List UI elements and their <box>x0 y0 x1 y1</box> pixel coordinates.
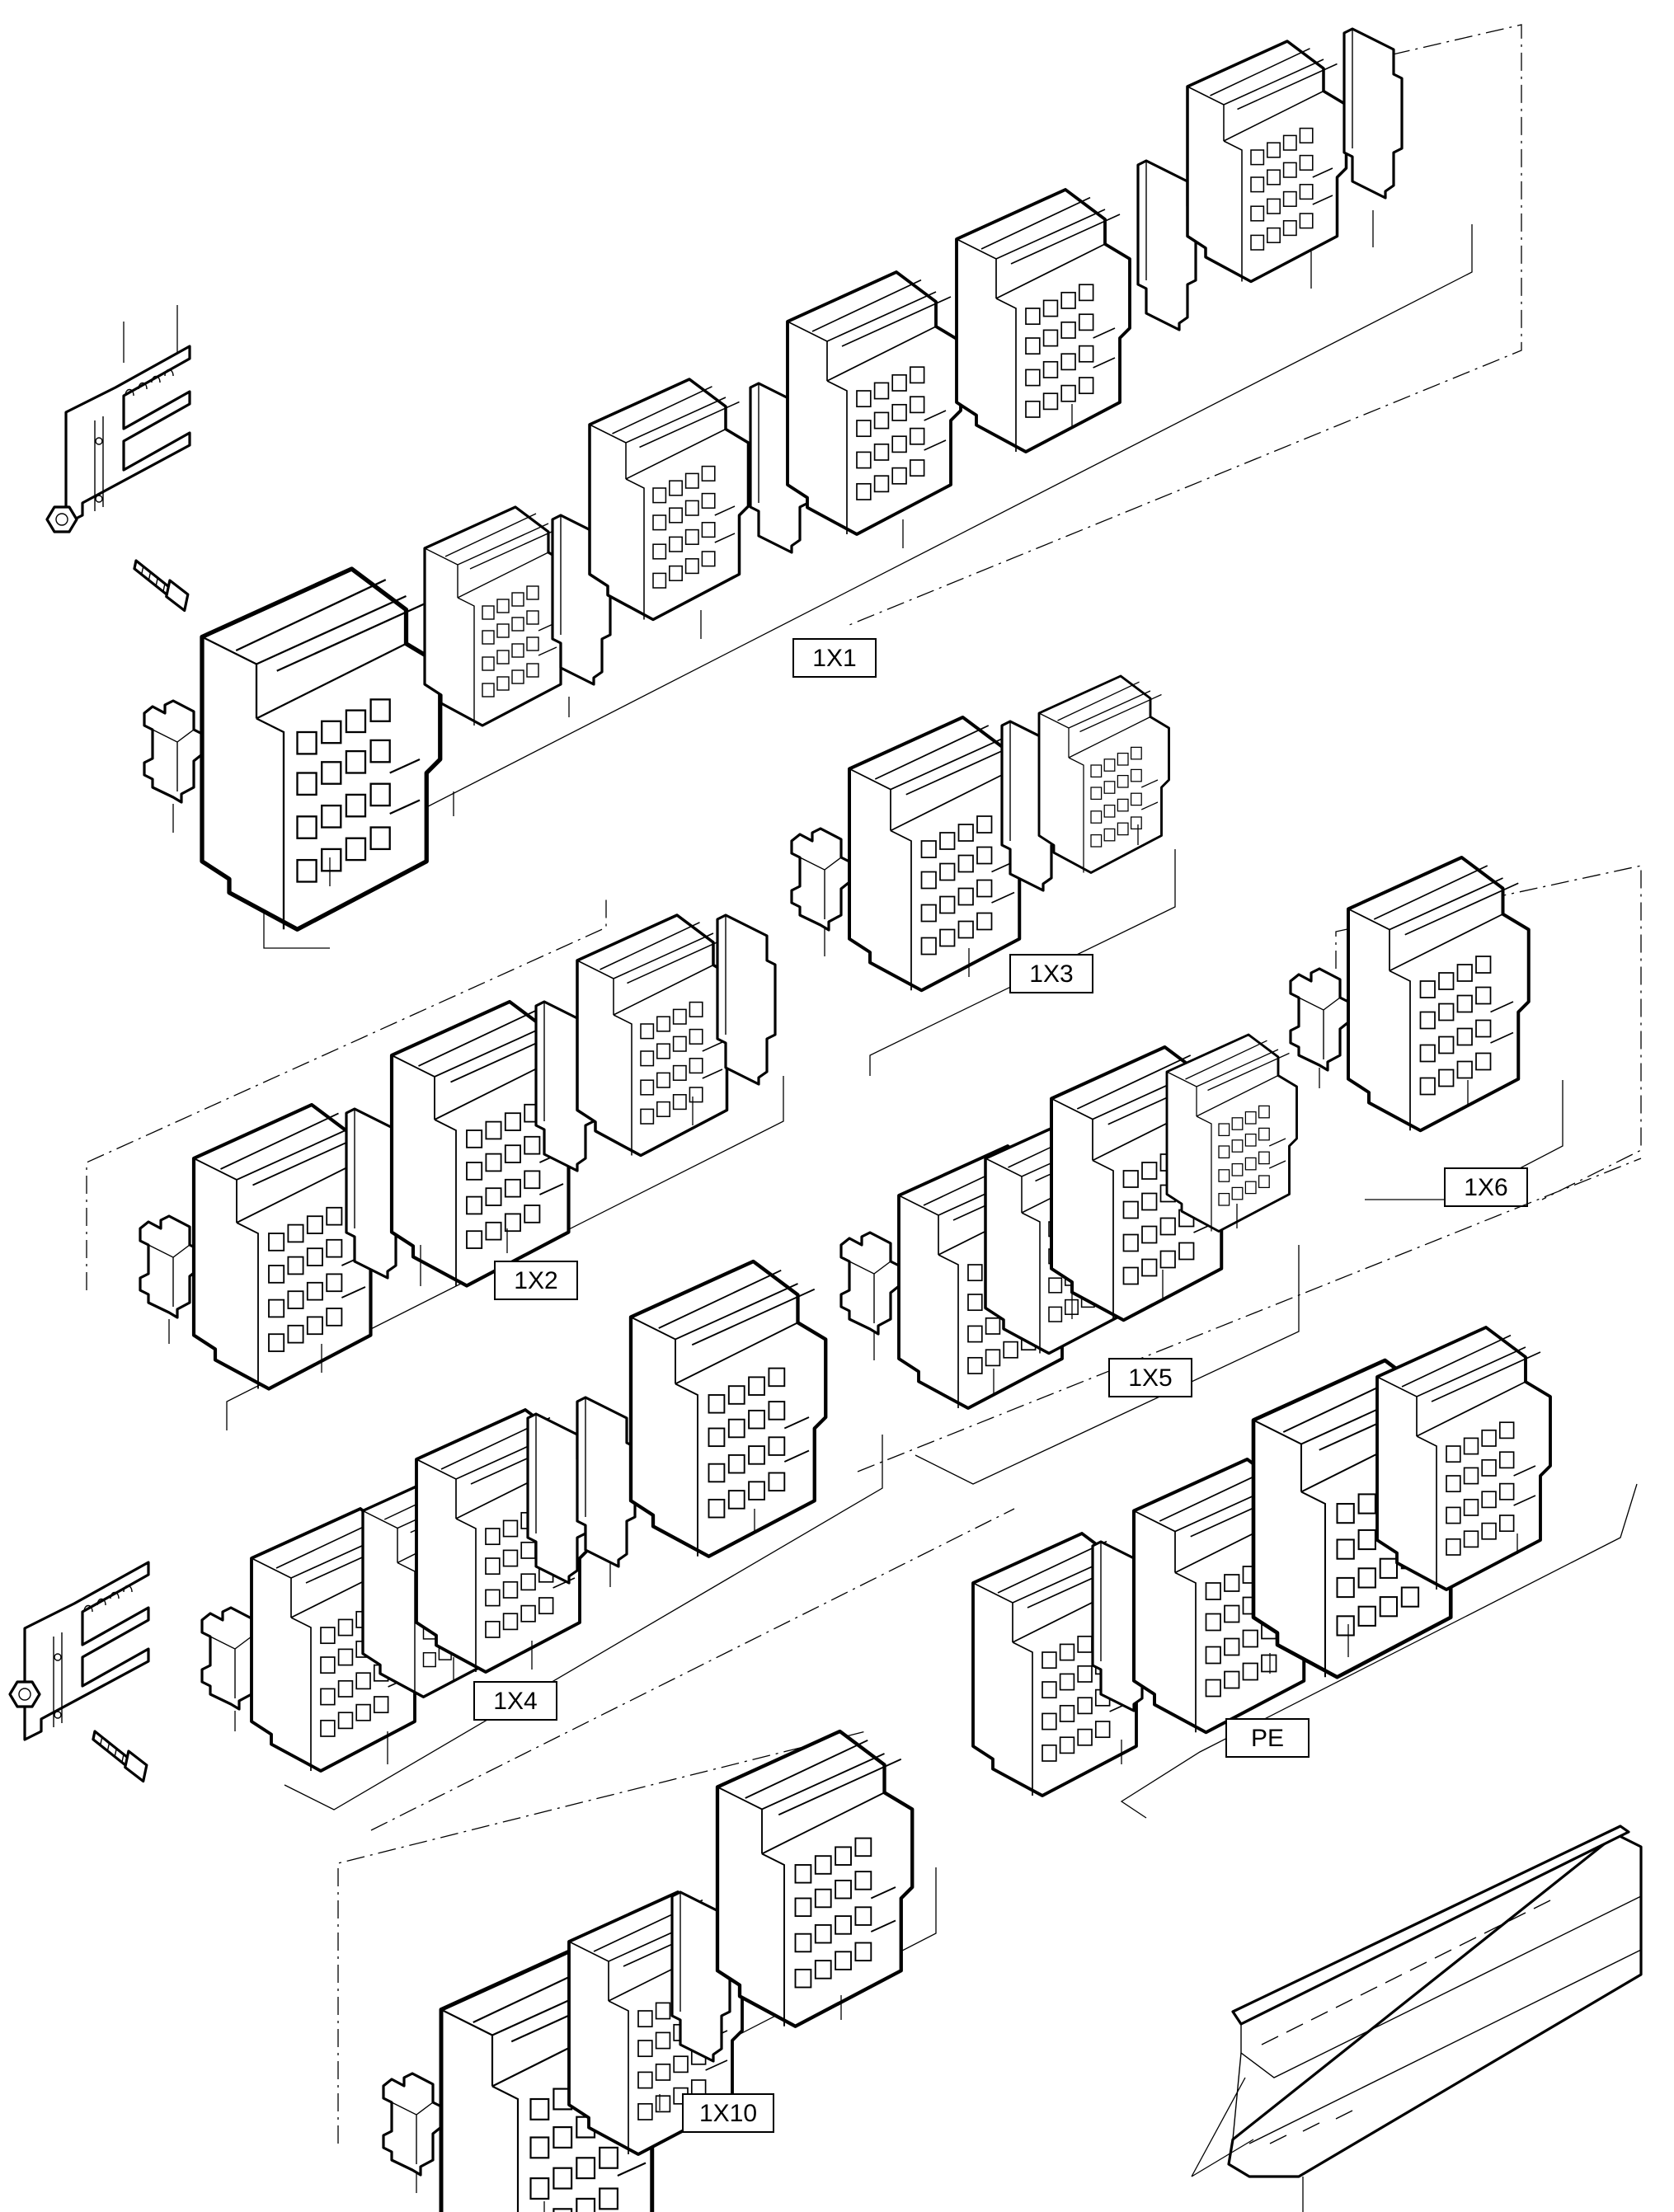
group-pe: PE <box>971 1326 1638 1819</box>
end-clamp <box>839 1231 900 1336</box>
label-pe: PE <box>1251 1725 1284 1752</box>
label-1x1: 1X1 <box>812 645 856 672</box>
din-rail-bracket <box>23 1561 150 1741</box>
label-1x4: 1X4 <box>493 1688 537 1715</box>
din-rail-bracket <box>64 345 191 525</box>
terminal-block-module <box>1037 674 1170 874</box>
bolt-icon <box>85 1730 153 1783</box>
bolt-icon <box>126 559 195 613</box>
group-1x5: 1X5 <box>839 1033 1642 1485</box>
terminal-block-module <box>1186 40 1348 284</box>
end-clamp <box>139 1214 200 1319</box>
hex-nut-icon <box>45 505 78 533</box>
terminal-block-module <box>1165 1033 1298 1233</box>
terminal-block-module <box>1347 856 1531 1133</box>
terminal-block-module <box>631 1261 825 1557</box>
group-1x1: 1X1 <box>45 24 1522 949</box>
terminal-block-module <box>786 270 962 536</box>
terminal-block-module <box>955 188 1131 453</box>
terminal-block-module <box>588 378 750 622</box>
terminal-block-module <box>423 505 571 727</box>
label-1x10: 1X10 <box>699 2100 757 2127</box>
label-1x5: 1X5 <box>1128 1364 1172 1392</box>
label-1x2: 1X2 <box>514 1267 557 1294</box>
din-rail <box>1191 1825 1643 2212</box>
group-1x3: 1X3 <box>790 674 1176 1076</box>
end-clamp <box>382 2072 443 2177</box>
end-clamp <box>143 699 204 804</box>
group-1x6: 1X6 <box>1289 856 1642 1207</box>
end-plate <box>716 913 777 1086</box>
label-1x6: 1X6 <box>1464 1174 1507 1201</box>
end-clamp <box>1289 967 1350 1072</box>
group-1x4: 1X4 <box>8 1261 1015 1831</box>
terminal-block-module <box>1375 1326 1552 1591</box>
terminal-block-module <box>576 913 738 1158</box>
end-plate <box>1342 27 1404 200</box>
terminal-block-module <box>202 569 440 929</box>
group-1x2: 1X2 <box>86 895 784 1430</box>
label-1x3: 1X3 <box>1029 960 1073 988</box>
end-plate <box>576 1396 637 1568</box>
group-1x10: 1X10 <box>337 1731 937 2212</box>
end-clamp <box>790 827 851 932</box>
hex-nut-icon <box>8 1680 41 1708</box>
terminal-block-module <box>717 1731 912 2026</box>
